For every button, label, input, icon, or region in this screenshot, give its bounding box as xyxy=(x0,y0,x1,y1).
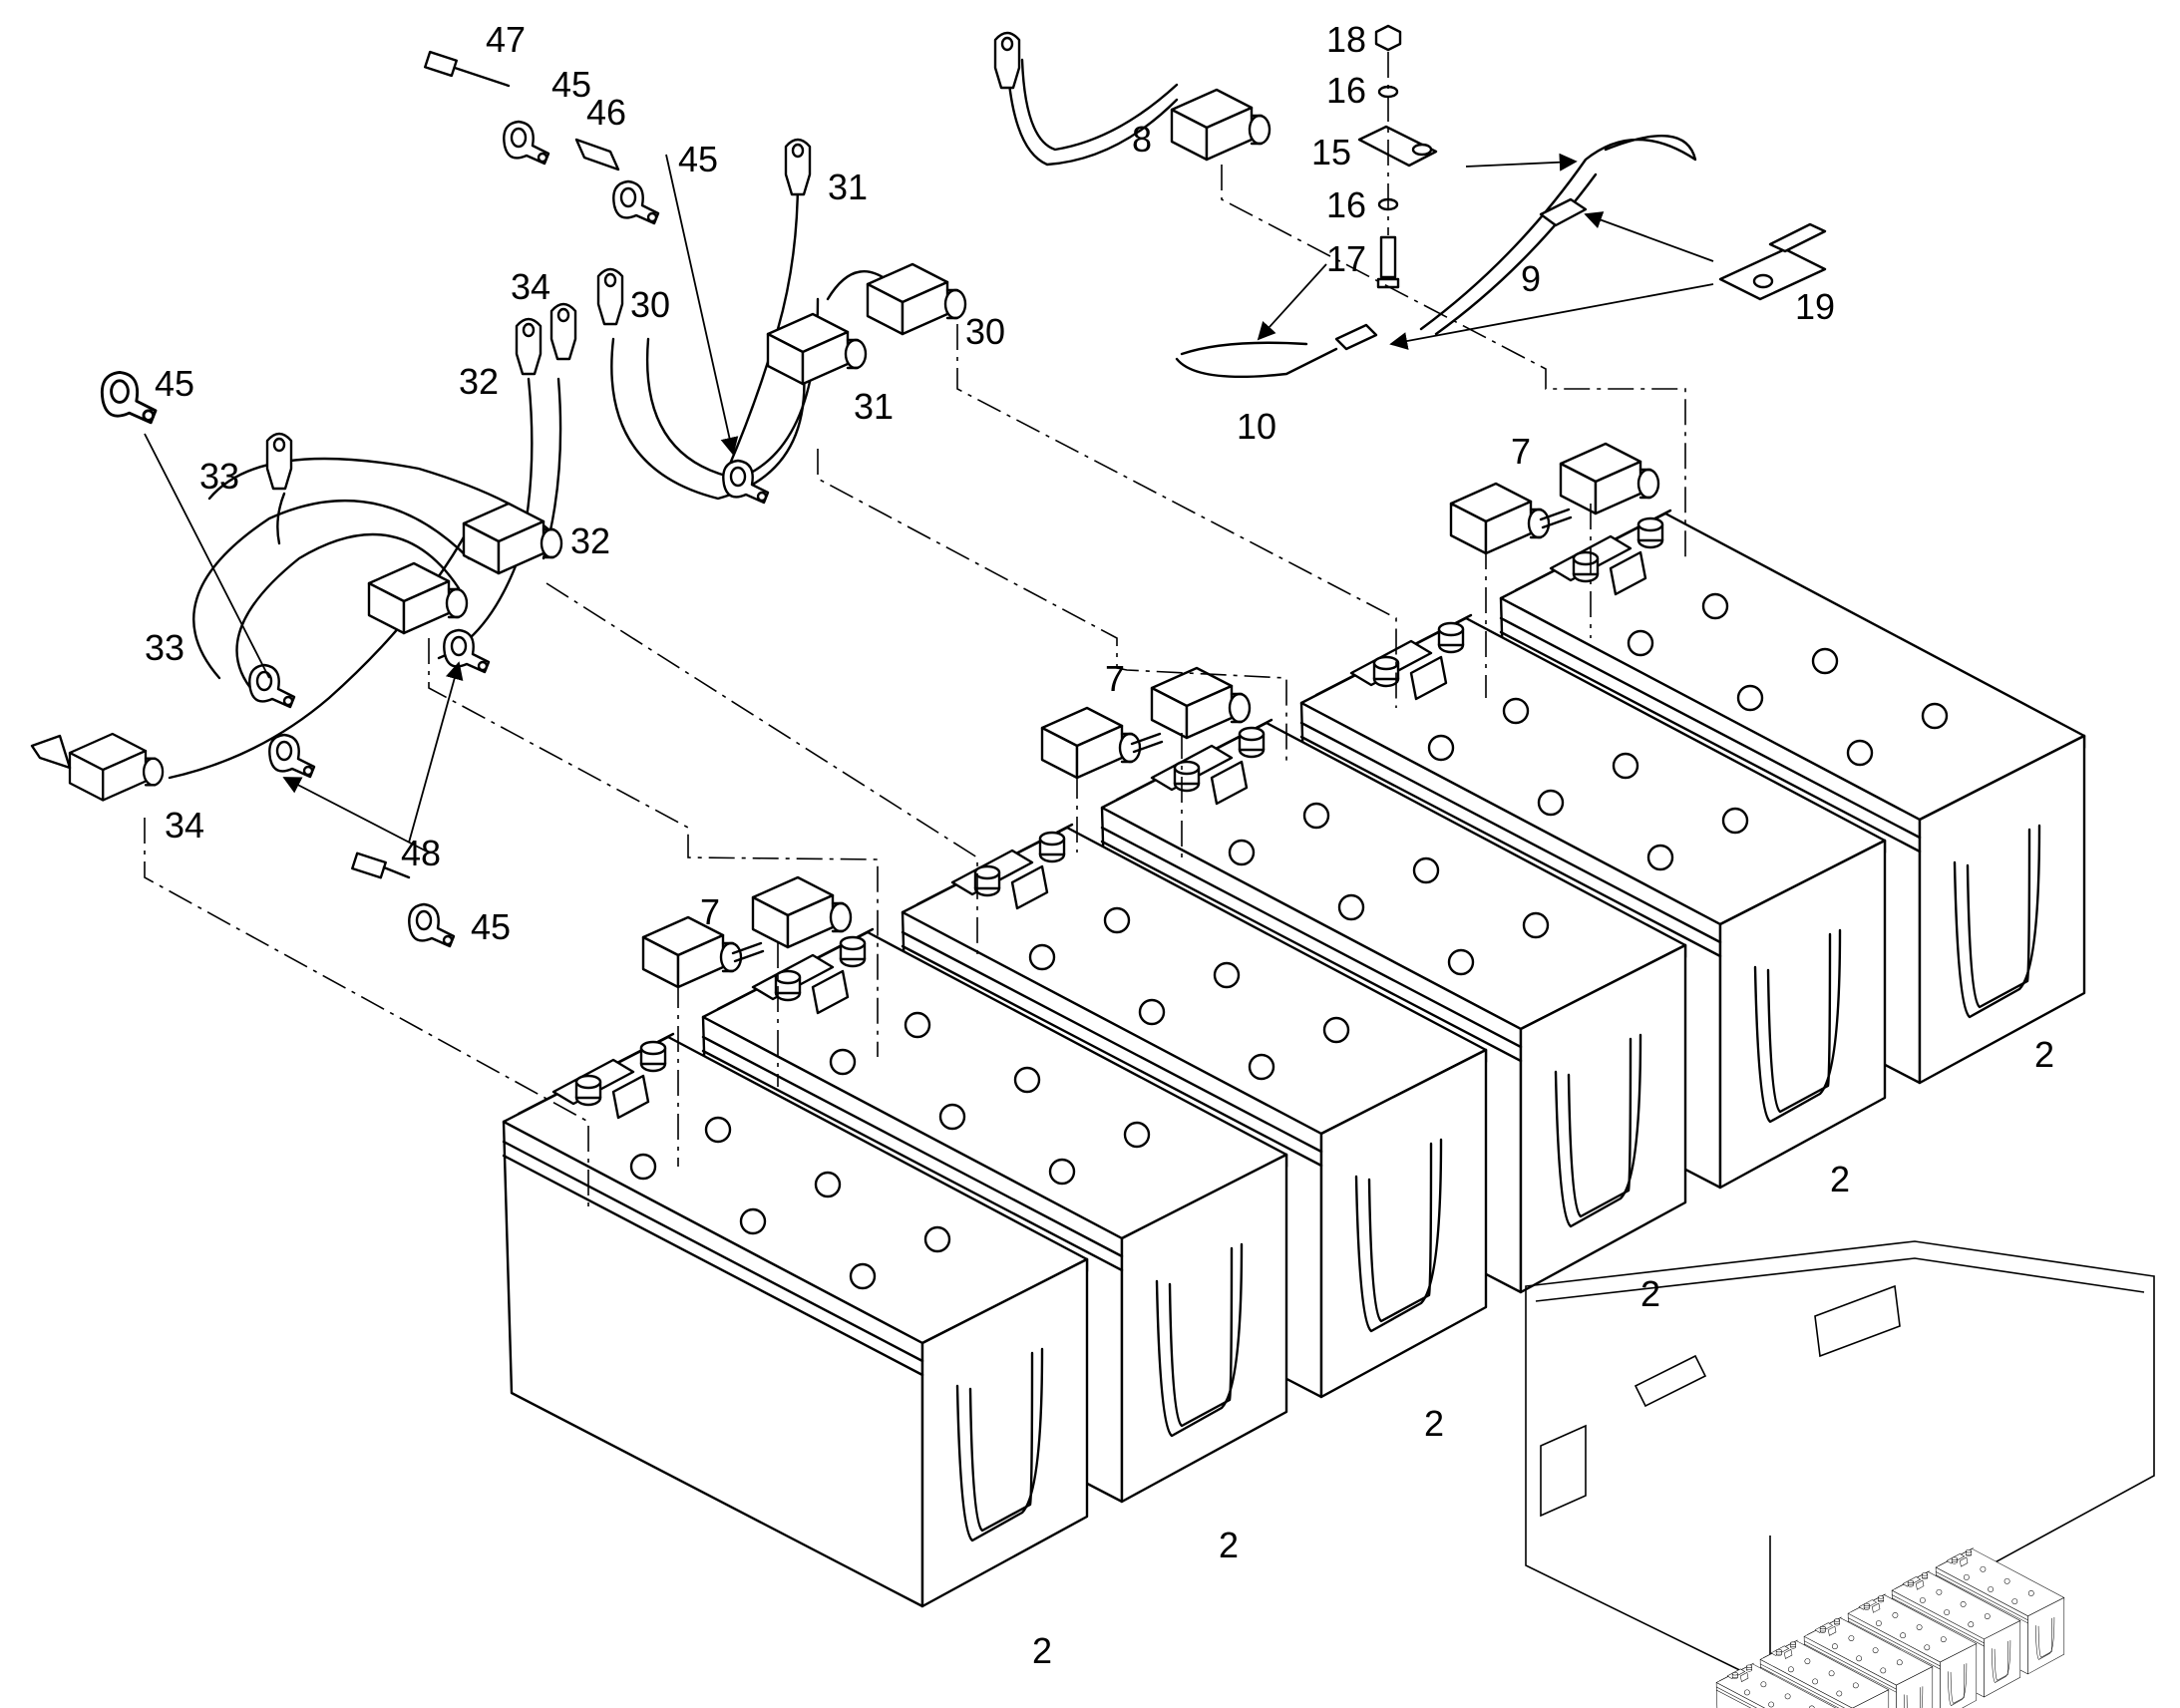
callout-16: 16 xyxy=(1326,184,1366,225)
callout-45: 45 xyxy=(471,906,511,947)
callout-2: 2 xyxy=(1830,1159,1850,1199)
callout-31: 31 xyxy=(828,167,868,207)
callout-2: 2 xyxy=(2034,1034,2054,1075)
ground-cable-8 xyxy=(993,31,1272,167)
callouts: 47 45 46 45 31 30 30 31 34 32 45 33 32 3… xyxy=(145,19,2054,1671)
leader-lines xyxy=(144,153,1714,854)
clip-assembly-top xyxy=(100,50,660,948)
cable-harness-middle xyxy=(596,138,967,505)
callout-33: 33 xyxy=(145,627,184,668)
callout-33: 33 xyxy=(199,456,239,497)
callout-47: 47 xyxy=(486,19,526,60)
sensor-wire-9-10 xyxy=(1175,134,1697,379)
callout-32: 32 xyxy=(570,520,610,561)
callout-19: 19 xyxy=(1795,286,1835,327)
callout-10: 10 xyxy=(1237,406,1276,447)
callout-45: 45 xyxy=(551,64,591,105)
callout-48: 48 xyxy=(401,833,441,873)
callout-8: 8 xyxy=(1132,119,1152,160)
connection-lines xyxy=(144,52,1686,1206)
callout-45: 45 xyxy=(155,363,194,404)
callout-7: 7 xyxy=(1105,658,1125,699)
location-inset xyxy=(1525,1240,2155,1708)
callout-45: 45 xyxy=(678,139,718,179)
callout-2: 2 xyxy=(1032,1630,1052,1671)
callout-16: 16 xyxy=(1326,70,1366,111)
callout-2: 2 xyxy=(1640,1273,1660,1314)
connector-19 xyxy=(1718,222,1827,301)
callout-7: 7 xyxy=(700,891,720,932)
callout-17: 17 xyxy=(1326,238,1366,279)
callout-46: 46 xyxy=(586,92,626,133)
callout-15: 15 xyxy=(1311,132,1351,172)
callout-30: 30 xyxy=(965,311,1005,352)
callout-31: 31 xyxy=(854,386,894,427)
callout-2: 2 xyxy=(1424,1403,1444,1444)
callout-7: 7 xyxy=(1511,431,1531,472)
callout-30: 30 xyxy=(630,284,670,325)
callout-32: 32 xyxy=(459,361,499,402)
fastener-stack xyxy=(1357,24,1438,289)
callout-18: 18 xyxy=(1326,19,1366,60)
callout-34: 34 xyxy=(165,805,204,846)
callout-34: 34 xyxy=(511,266,550,307)
callout-9: 9 xyxy=(1521,258,1541,299)
callout-2: 2 xyxy=(1219,1525,1239,1565)
cable-harness-left xyxy=(30,302,577,802)
